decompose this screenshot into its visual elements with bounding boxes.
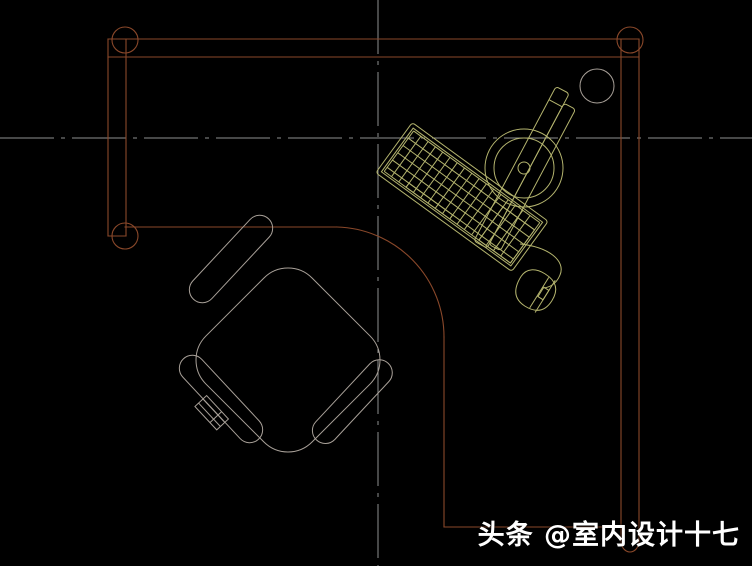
desk-inner-fillet-arc: [336, 226, 445, 338]
chair-backrest-bar: [188, 214, 274, 304]
monitor-screen-back: [489, 103, 576, 251]
chair-icon: [178, 214, 393, 453]
keyboard-spacebar: [405, 182, 454, 220]
watermark-text: 头条 @室内设计十七: [477, 520, 740, 551]
mouse-body: [515, 269, 557, 311]
desk-leg-top-right: [616, 26, 644, 54]
monitor-base-inner-ring: [493, 137, 555, 199]
keyboard-inner-bezel: [380, 127, 544, 267]
keyboard-icon: [376, 123, 548, 271]
desk-leg-top-left: [111, 26, 139, 54]
keyboard-key-grid: [383, 130, 541, 264]
chair-adjust-lever-detail: [194, 394, 230, 431]
desk-right-arm-rounded-end: [620, 540, 640, 553]
mouse-cable: [519, 243, 562, 289]
mouse-button-divider: [529, 277, 550, 309]
desk-layer: [107, 26, 644, 553]
mouse-icon: [515, 243, 562, 313]
keyboard-outer-body: [376, 123, 548, 271]
chair-armrest-right: [311, 359, 393, 445]
desk-leg-bottom-left: [111, 222, 139, 250]
chair-seat: [195, 267, 381, 453]
mouse-scroll-wheel: [537, 286, 550, 301]
monitor-icon: [474, 87, 576, 251]
monitor-screen-divider: [548, 99, 563, 108]
monitor-base-outer-ring: [484, 128, 564, 208]
monitor-base-hub: [517, 161, 531, 175]
monitor-screen-front: [474, 87, 569, 248]
equipment-layer: [376, 87, 576, 313]
round-desk-fitting-icon: [579, 68, 615, 104]
keyboard-numpad-block: [478, 206, 536, 264]
